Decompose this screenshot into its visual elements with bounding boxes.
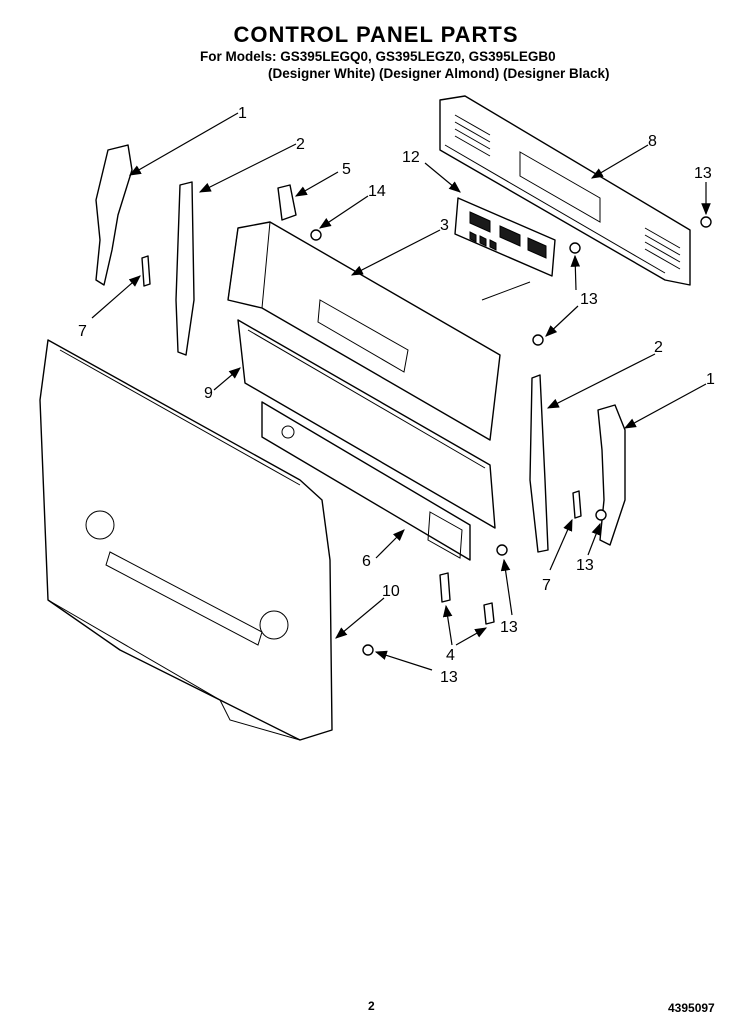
callout-8: 8 [648, 133, 657, 150]
models-line: For Models: GS395LEGQ0, GS395LEGZ0, GS39… [200, 49, 556, 64]
callout-13-topright: 13 [694, 165, 712, 182]
document-number: 4395097 [668, 1001, 715, 1015]
colors-line: (Designer White) (Designer Almond) (Desi… [268, 66, 610, 81]
callout-1-right: 1 [706, 371, 715, 388]
part-control-board [454, 197, 556, 301]
screws-13 [362, 216, 712, 656]
part-clip [277, 184, 297, 221]
callout-7-left: 7 [78, 323, 87, 340]
part-screw-14 [310, 229, 322, 241]
callout-13-mid: 13 [580, 291, 598, 308]
part-side-bracket-left [175, 181, 195, 356]
callout-6: 6 [362, 553, 371, 570]
callout-2-right: 2 [654, 339, 663, 356]
callout-numbers: 1 2 5 14 3 12 8 13 13 7 9 2 1 6 7 13 10 … [78, 105, 715, 686]
callout-1-left: 1 [238, 105, 247, 122]
leader-lines [91, 112, 711, 671]
part-manifold-panel [237, 319, 496, 529]
callout-13-lowmid: 13 [500, 619, 518, 636]
callout-2-left: 2 [296, 136, 305, 153]
callout-9: 9 [204, 385, 213, 402]
page-number: 2 [368, 999, 375, 1013]
screws-4 [439, 572, 495, 625]
callout-14: 14 [368, 183, 386, 200]
callout-10: 10 [382, 583, 400, 600]
callout-13-bottom: 13 [440, 669, 458, 686]
page-title: CONTROL PANEL PARTS [233, 22, 519, 47]
part-side-bracket-right [529, 374, 549, 553]
part-main-panel [39, 339, 333, 741]
callout-4: 4 [446, 647, 455, 664]
part-clip-right [572, 490, 582, 519]
part-inner-panel [261, 401, 471, 561]
part-end-cap-left [95, 144, 133, 286]
callout-12: 12 [402, 149, 420, 166]
part-end-cap-right [597, 404, 626, 546]
callout-7-right: 7 [542, 577, 551, 594]
callout-13-right: 13 [576, 557, 594, 574]
part-control-panel [227, 221, 501, 441]
callout-5: 5 [342, 161, 351, 178]
part-clip-left [141, 255, 151, 287]
part-rear-bracket [439, 95, 691, 286]
callout-3: 3 [440, 217, 449, 234]
